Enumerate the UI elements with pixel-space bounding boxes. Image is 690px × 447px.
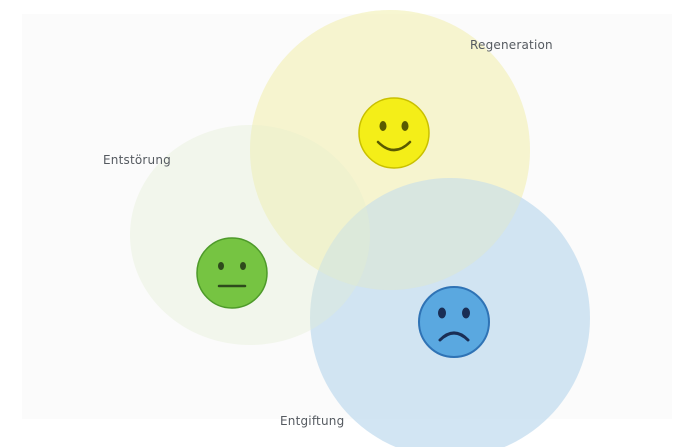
entgiftung-label: Entgiftung — [280, 414, 345, 428]
entstoerung-label: Entstörung — [103, 153, 171, 167]
neutral-face-icon — [196, 237, 268, 309]
sad-face-icon — [418, 286, 490, 358]
regeneration-label: Regeneration — [470, 38, 553, 52]
entstoerung-circle — [130, 125, 370, 345]
happy-face-icon — [358, 97, 430, 169]
